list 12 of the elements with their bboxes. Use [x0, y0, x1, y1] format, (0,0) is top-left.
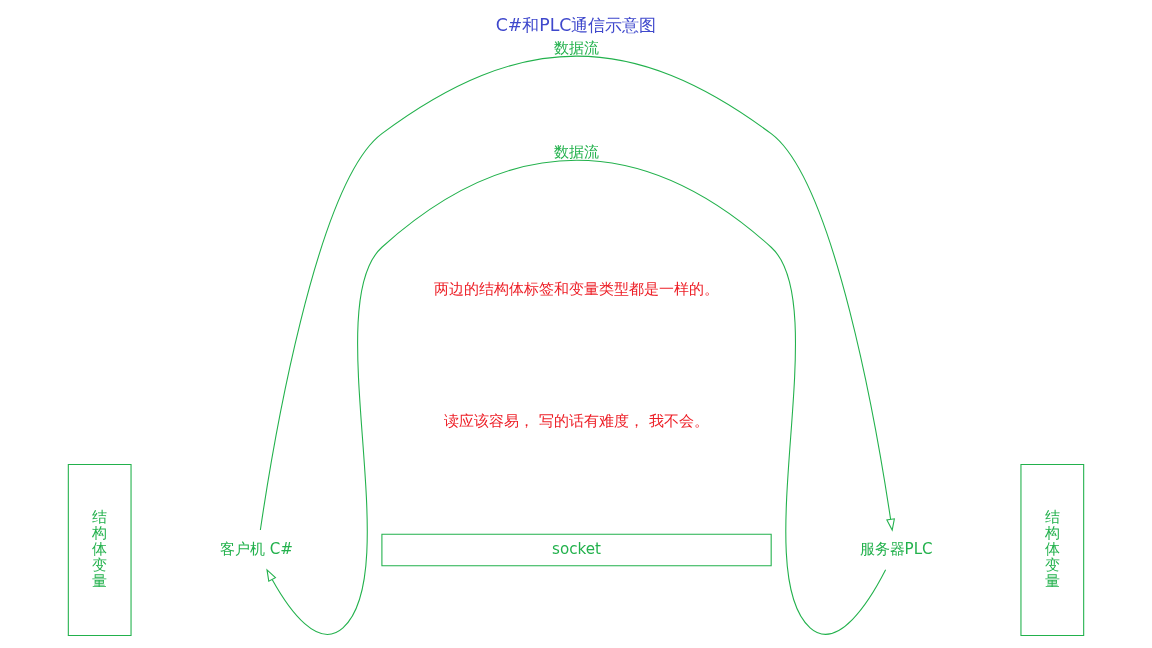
- node-box: socket: [381, 533, 772, 567]
- label: 读应该容易， 写的话有难度， 我不会。: [444, 412, 709, 431]
- node-text: 客户机 C#: [219, 539, 293, 558]
- edge-label: 数据流: [554, 38, 600, 57]
- diagram-title: C#和PLC通信示意图: [495, 14, 657, 35]
- node-box: 结构体变量: [1020, 464, 1085, 636]
- node-box: 结构体变量: [67, 464, 132, 636]
- node-text: 服务器PLC: [859, 539, 933, 558]
- arrow: [259, 55, 896, 532]
- edge-label: 数据流: [554, 142, 600, 161]
- label: 两边的结构体标签和变量类型都是一样的。: [434, 280, 720, 299]
- arrow: [266, 159, 887, 635]
